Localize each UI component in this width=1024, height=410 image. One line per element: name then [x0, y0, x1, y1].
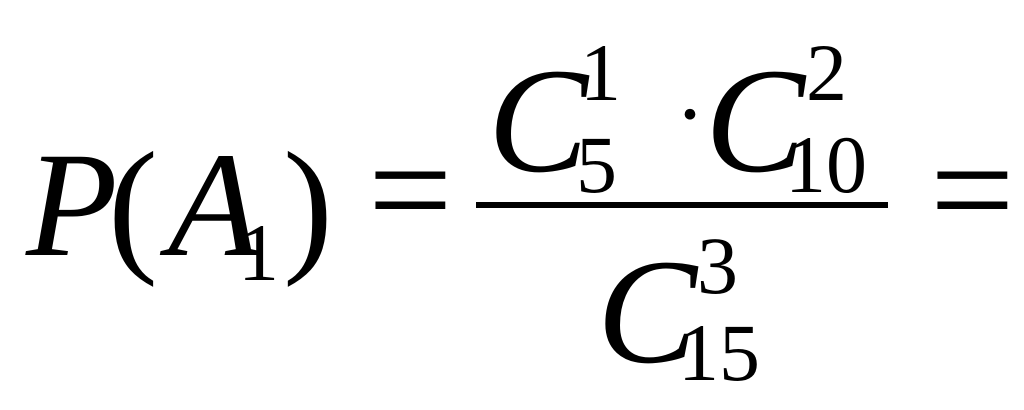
right-parenthesis: )	[283, 122, 333, 288]
combination-superscript: 1	[580, 27, 621, 118]
combination-subscript: 5	[576, 119, 617, 210]
combination-symbol: C	[597, 229, 698, 395]
combination-superscript: 2	[806, 27, 847, 118]
multiplication-dot: ·	[675, 65, 705, 164]
combination-symbol: C	[488, 38, 589, 204]
combination-superscript: 3	[697, 220, 738, 311]
left-parenthesis: (	[108, 122, 158, 288]
trailing-equals-sign: =	[930, 107, 1015, 273]
combination-subscript: 10	[785, 119, 867, 210]
probability-function-letter: P	[26, 122, 118, 288]
fraction-bar	[476, 202, 888, 208]
equals-sign: =	[368, 107, 453, 273]
combination-subscript: 15	[678, 307, 760, 398]
event-subscript: 1	[238, 207, 279, 298]
combination-symbol: C	[705, 38, 806, 204]
event-letter: A	[168, 122, 260, 288]
